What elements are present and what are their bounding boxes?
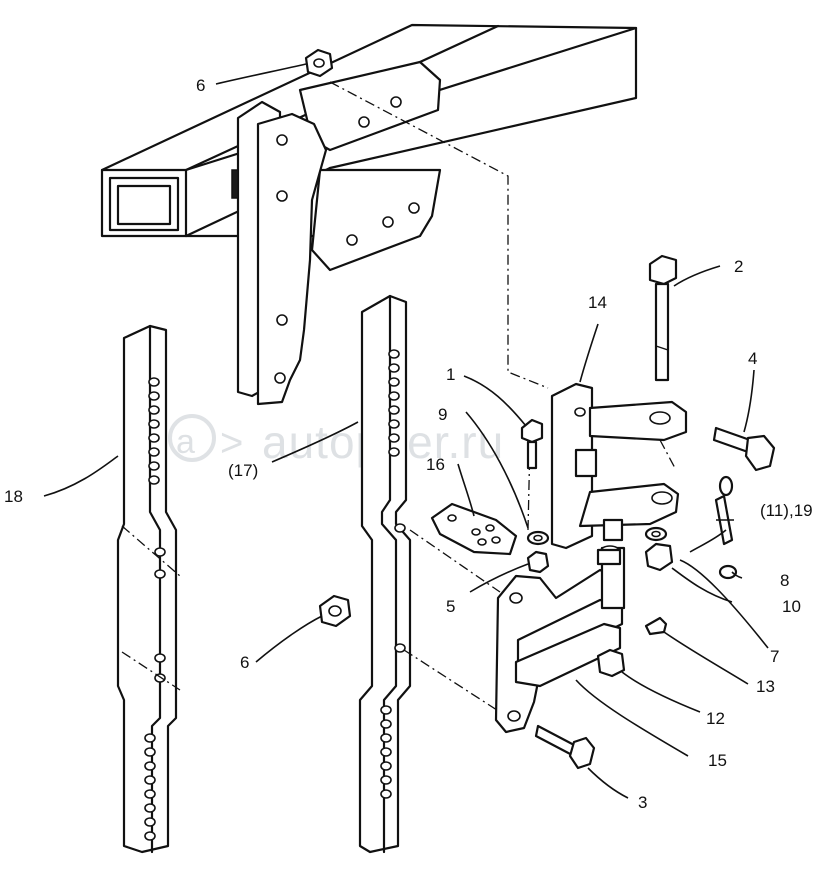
- label-9: 9: [438, 405, 447, 424]
- bar-17-holes-upper: [388, 349, 400, 457]
- label-6-lower: 6: [240, 653, 249, 672]
- bushing-12: [596, 648, 626, 678]
- label-11-19: (11),19: [760, 501, 813, 520]
- label-14: 14: [588, 293, 607, 312]
- watermark: a > autopiter.ru: [168, 414, 503, 468]
- part-17-adjustment-bar: [358, 294, 412, 854]
- hardware: [304, 48, 776, 770]
- leader-lines: [43, 63, 769, 799]
- bar-17-holes-lower: [380, 705, 392, 799]
- bar-18-holes-lower: [144, 733, 156, 841]
- bolt-1: [520, 418, 544, 470]
- label-16: 16: [426, 455, 445, 474]
- nut-7: [644, 542, 674, 572]
- label-1: 1: [446, 365, 455, 384]
- label-12: 12: [706, 709, 725, 728]
- nut-5: [526, 550, 550, 574]
- label-2: 2: [734, 257, 743, 276]
- label-3: 3: [638, 793, 647, 812]
- part-18-adjustment-bar: [116, 324, 181, 854]
- bolt-2: [648, 254, 678, 382]
- clip-8: [718, 564, 738, 580]
- vertical-bracket-plates: [231, 100, 328, 406]
- bar-18-holes-upper: [148, 377, 160, 485]
- grease-fitting-13: [644, 616, 668, 636]
- label-18: 18: [4, 487, 23, 506]
- label-15: 15: [708, 751, 727, 770]
- label-8: 8: [780, 571, 789, 590]
- label-4: 4: [748, 349, 757, 368]
- bolt-3: [534, 724, 596, 770]
- svg-text:>: >: [220, 421, 244, 465]
- label-17: (17): [228, 461, 258, 480]
- callout-labels: 6 2 14 4 1 9 16 (17) 18 (11),19 8 5 10 7…: [4, 76, 813, 812]
- label-10: 10: [782, 597, 801, 616]
- part-14-hinge-bracket: [550, 382, 688, 550]
- label-6-top: 6: [196, 76, 205, 95]
- svg-text:a: a: [176, 423, 196, 461]
- label-13: 13: [756, 677, 775, 696]
- pin-11-19: [714, 475, 734, 546]
- part-16-plate: [430, 502, 518, 556]
- label-5: 5: [446, 597, 455, 616]
- label-7: 7: [770, 647, 779, 666]
- bolt-4: [712, 426, 776, 472]
